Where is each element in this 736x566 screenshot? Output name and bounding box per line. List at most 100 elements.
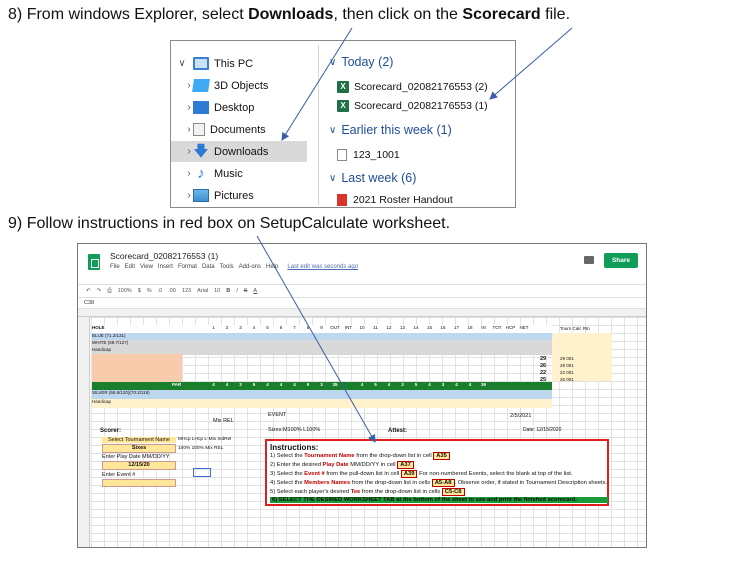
chevron-down-icon[interactable]: ∨ bbox=[329, 172, 337, 184]
player-row-1[interactable] bbox=[92, 354, 182, 362]
nav-item-music[interactable]: › ♪ Music bbox=[171, 163, 307, 184]
chevron-down-icon[interactable]: ∨ bbox=[329, 124, 337, 136]
player-row-3[interactable] bbox=[92, 368, 182, 376]
zoom-select[interactable]: 100% bbox=[117, 288, 132, 294]
instructions-box: Instructions: 1) Select the Tournament N… bbox=[265, 439, 609, 506]
score-1: 29 bbox=[540, 356, 547, 362]
file-123-1001[interactable]: 123_1001 bbox=[337, 149, 400, 161]
currency-button[interactable]: $ bbox=[137, 288, 141, 294]
font-size-select[interactable]: 10 bbox=[214, 288, 221, 294]
par-cell: 4 bbox=[455, 382, 458, 387]
player-row-2[interactable] bbox=[92, 361, 182, 369]
event-select[interactable] bbox=[102, 479, 176, 487]
hole-number-cell: 7 bbox=[293, 325, 296, 330]
nav-item-documents[interactable]: › Documents bbox=[171, 119, 307, 140]
chevron-right-icon[interactable]: › bbox=[187, 80, 191, 91]
comment-icon[interactable] bbox=[584, 256, 594, 264]
right-value-1: 29 001 bbox=[560, 356, 574, 361]
par-cell: 5 bbox=[374, 382, 377, 387]
last-edit-link[interactable]: Last edit was seconds ago bbox=[287, 264, 359, 270]
hole-number-cell: 10 bbox=[359, 325, 365, 330]
chevron-right-icon[interactable]: › bbox=[187, 190, 191, 201]
date-line: Date: 12/15/2020 bbox=[523, 427, 562, 433]
chevron-right-icon[interactable]: › bbox=[187, 124, 191, 135]
formula-bar[interactable]: C38 bbox=[78, 298, 646, 309]
decrease-decimal-button[interactable]: .0 bbox=[157, 288, 163, 294]
score-2: 26 bbox=[540, 363, 547, 369]
menu-edit[interactable]: Edit bbox=[124, 264, 136, 270]
par-cell: 4 bbox=[468, 382, 472, 387]
hcp-values-label: 100% 100% Mix REL bbox=[178, 446, 224, 451]
redo-icon[interactable]: ↷ bbox=[96, 288, 102, 294]
par-cell: 4 bbox=[279, 382, 283, 387]
hole-number-cell: 4 bbox=[252, 325, 256, 330]
par-cell: 36 bbox=[480, 382, 486, 387]
menu-insert[interactable]: Insert bbox=[157, 264, 173, 270]
player-row-4[interactable] bbox=[92, 375, 182, 383]
nav-item-downloads[interactable]: › 🡇 Downloads bbox=[171, 141, 307, 162]
chevron-down-icon[interactable]: ∨ bbox=[178, 58, 186, 69]
menu-help[interactable]: Help bbox=[266, 264, 279, 270]
share-button[interactable]: Share bbox=[604, 253, 638, 268]
par-cell: 3 bbox=[320, 382, 323, 387]
step-9-heading: 9) Follow instructions in red box on Set… bbox=[8, 215, 451, 232]
navigation-pane: ∨ This PC › 3D Objects › Desktop › Docum… bbox=[171, 41, 313, 207]
chevron-down-icon[interactable]: ∨ bbox=[329, 56, 337, 68]
play-date-input[interactable]: 12/15/20 bbox=[102, 461, 176, 470]
par-cell: 4 bbox=[225, 382, 229, 387]
font-select[interactable]: Arial bbox=[197, 288, 209, 294]
hole-number-cell: 15 bbox=[426, 325, 432, 330]
group-last-week[interactable]: ∨ Last week (6) bbox=[329, 171, 417, 185]
menu-format[interactable]: Format bbox=[177, 264, 197, 270]
menu-addons[interactable]: Add-ons bbox=[238, 264, 262, 270]
nav-item-desktop[interactable]: › Desktop bbox=[171, 97, 307, 118]
sheet-title[interactable]: Scorecard_02082176553 (1) bbox=[110, 251, 219, 261]
bold-button[interactable]: B bbox=[226, 288, 231, 294]
nav-item-pictures[interactable]: › Pictures bbox=[171, 185, 307, 206]
right-value-2: 29 001 bbox=[560, 363, 574, 368]
undo-icon[interactable]: ↶ bbox=[86, 288, 91, 294]
hole-number-cell: 3 bbox=[239, 325, 242, 330]
text-color-button[interactable]: A bbox=[253, 288, 258, 294]
nav-item-this-pc[interactable]: ∨ This PC bbox=[171, 53, 307, 74]
file-scorecard-1[interactable]: X Scorecard_02082176553 (1) bbox=[337, 100, 488, 112]
excel-file-icon: X bbox=[337, 81, 349, 93]
scorer-label: Scorer: bbox=[100, 428, 122, 434]
sheet-titlebar: Scorecard_02082176553 (1) File Edit View… bbox=[78, 244, 646, 284]
italic-button[interactable]: I bbox=[236, 288, 238, 294]
percent-button[interactable]: % bbox=[146, 288, 152, 294]
file-scorecard-2[interactable]: X Scorecard_02082176553 (2) bbox=[337, 81, 488, 93]
tournament-select[interactable]: Sixes bbox=[102, 444, 176, 453]
score-3: 22 bbox=[540, 370, 547, 376]
number-format-button[interactable]: 123 bbox=[181, 288, 192, 294]
menu-tools[interactable]: Tools bbox=[219, 264, 234, 270]
group-today[interactable]: ∨ Today (2) bbox=[329, 55, 394, 69]
hole-number-cell: 8 bbox=[306, 325, 310, 330]
select-tournament-label: Select Tournament Name bbox=[102, 437, 176, 443]
generic-file-icon bbox=[337, 149, 347, 161]
desktop-icon bbox=[193, 101, 209, 114]
hole-number-cell: 12 bbox=[386, 325, 392, 330]
menu-file[interactable]: File bbox=[110, 264, 120, 270]
chevron-right-icon[interactable]: › bbox=[187, 102, 191, 113]
right-highlight-block bbox=[552, 333, 612, 381]
chevron-right-icon[interactable]: › bbox=[187, 168, 191, 179]
file-roster-handout[interactable]: 2021 Roster Handout bbox=[337, 194, 453, 206]
strikethrough-button[interactable]: S bbox=[243, 288, 248, 294]
pane-divider bbox=[318, 45, 319, 205]
group-earlier-this-week[interactable]: ∨ Earlier this week (1) bbox=[329, 123, 452, 137]
downloads-emphasis: Downloads bbox=[248, 6, 334, 23]
date-cell: 2/5/2021 bbox=[510, 413, 532, 419]
increase-decimal-button[interactable]: .00 bbox=[168, 288, 176, 294]
selected-cell[interactable] bbox=[193, 468, 211, 477]
print-icon[interactable]: ⎙ bbox=[107, 287, 112, 294]
menu-view[interactable]: View bbox=[140, 264, 153, 270]
right-column-header: Tourn Calc Rtn bbox=[560, 326, 590, 331]
scorecard-emphasis: Scorecard bbox=[462, 6, 541, 23]
nav-item-3d-objects[interactable]: › 3D Objects bbox=[171, 75, 307, 96]
sheets-logo-icon bbox=[88, 254, 100, 270]
silver-tee-row: SILVER (65.9/120)(70.2/118) bbox=[92, 390, 552, 399]
menu-data[interactable]: Data bbox=[201, 264, 215, 270]
chevron-right-icon[interactable]: › bbox=[187, 146, 191, 157]
